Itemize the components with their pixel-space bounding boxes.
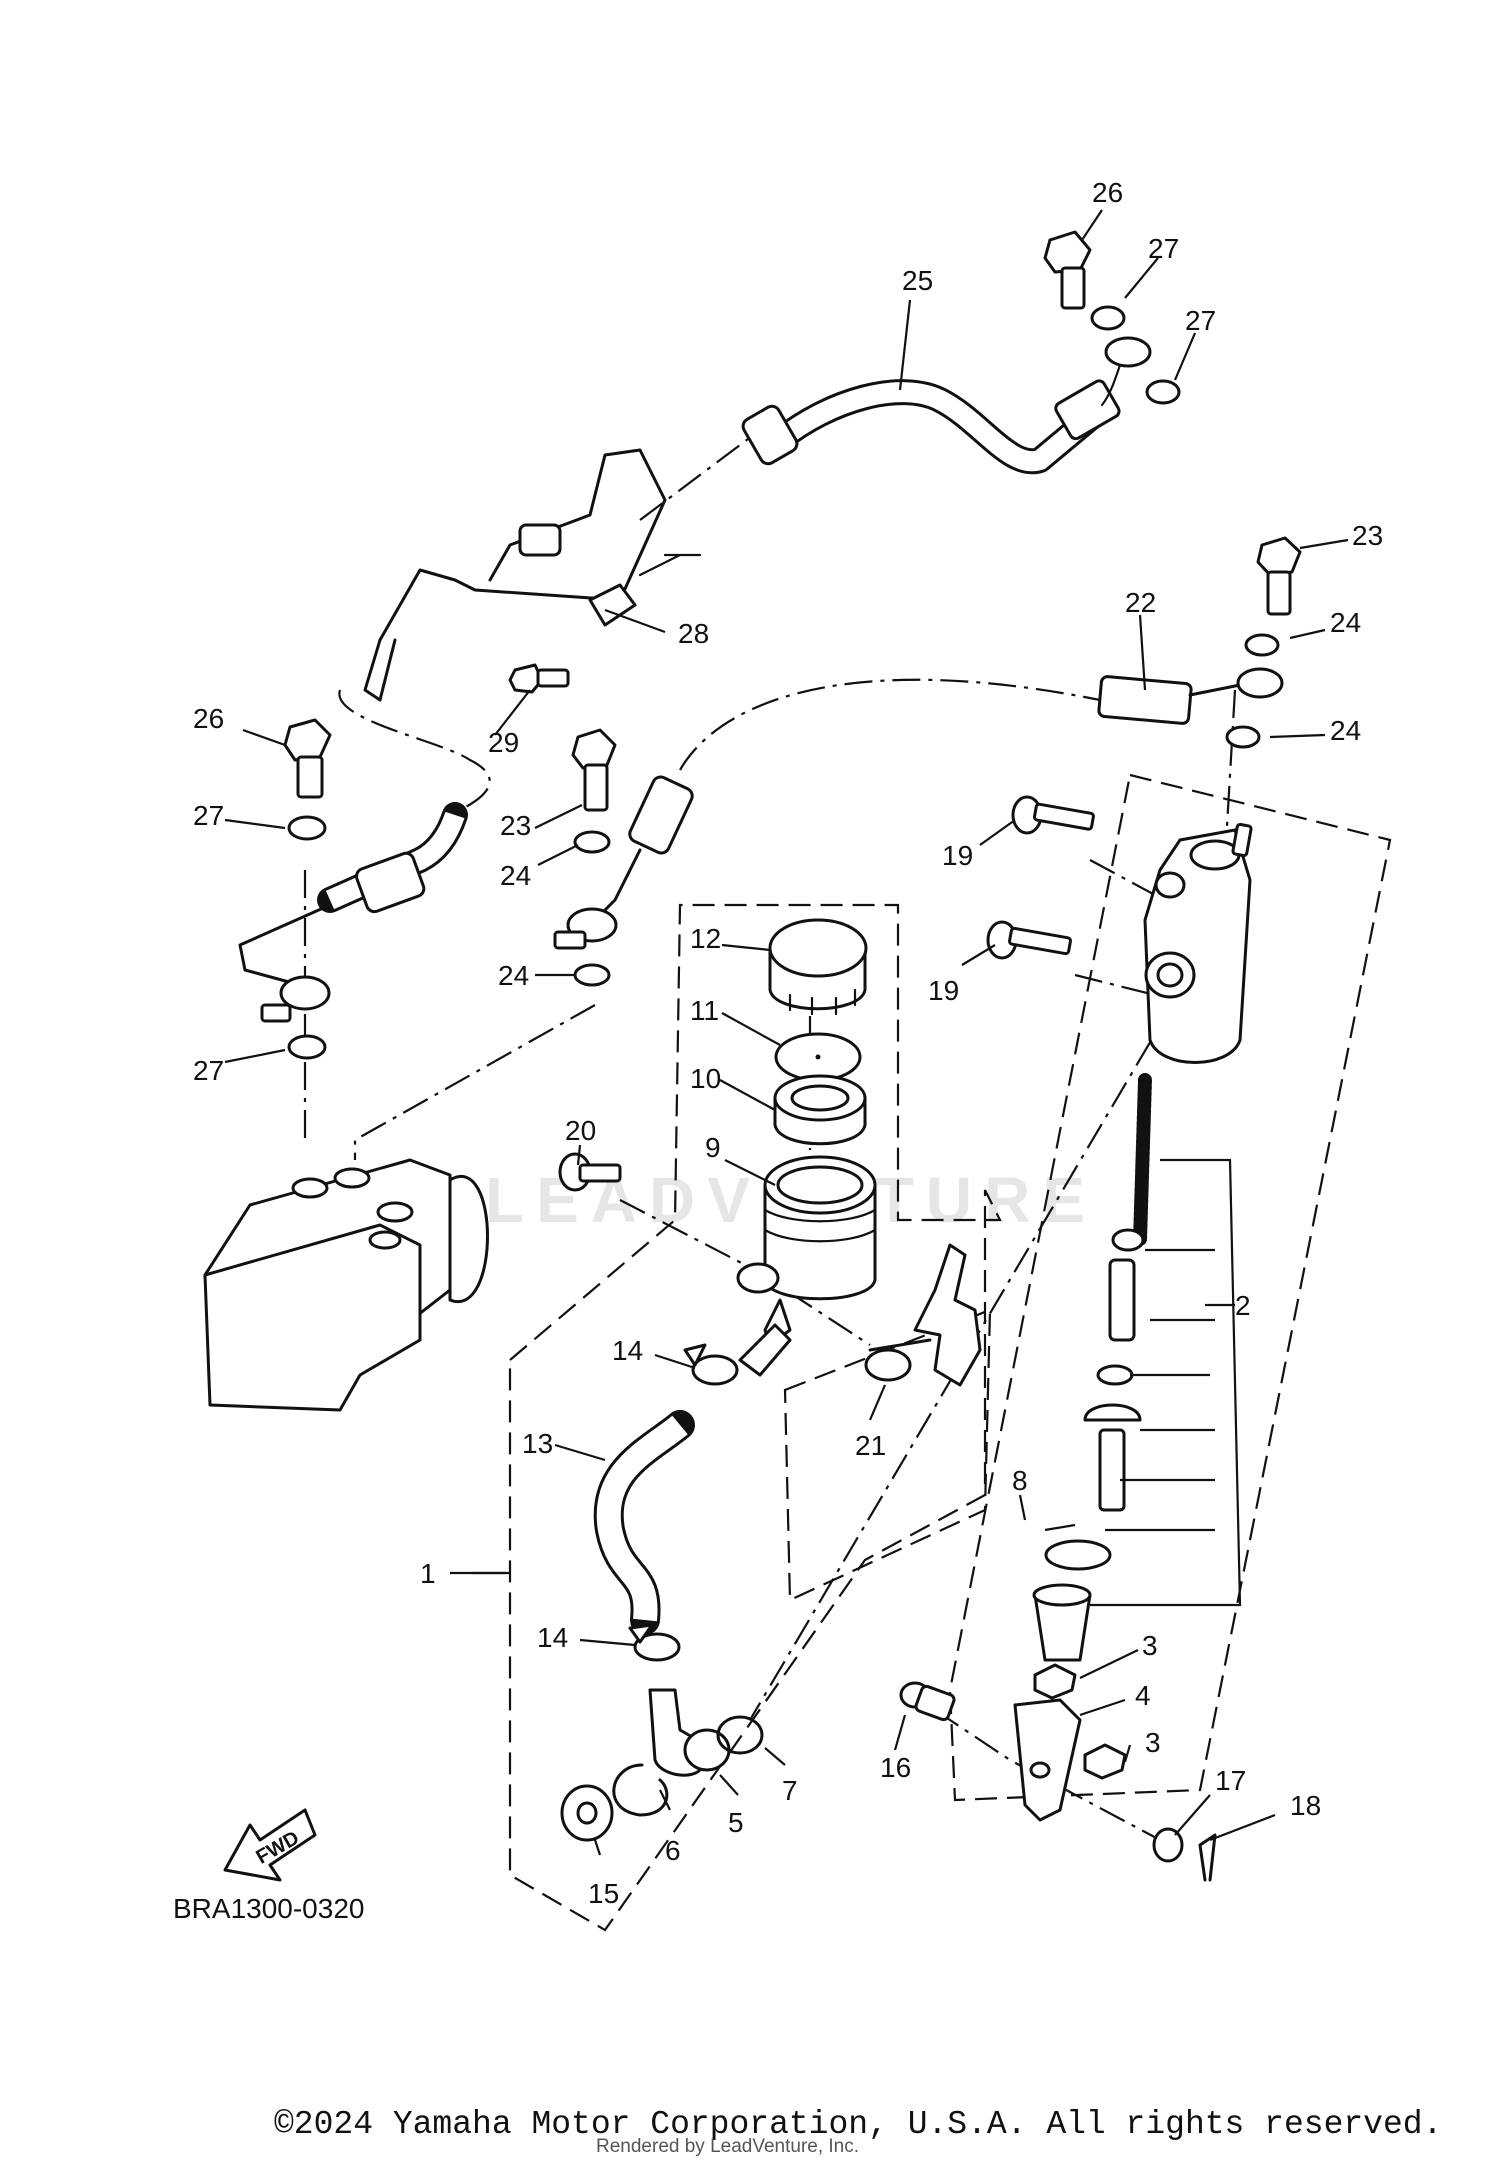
callout-5: 5 <box>728 1807 744 1838</box>
callout-24-a: 24 <box>1330 607 1361 638</box>
grommet-15 <box>560 1784 614 1842</box>
callout-15: 15 <box>588 1878 619 1909</box>
callout-21: 21 <box>855 1430 886 1461</box>
clevis-pin-route <box>934 1709 1161 1841</box>
callout-26-left: 26 <box>193 703 224 734</box>
union-bolt-26-left <box>283 718 332 799</box>
callout-24-c: 24 <box>500 860 531 891</box>
callout-18: 18 <box>1290 1790 1321 1821</box>
copper-washer-27c <box>287 815 327 841</box>
copyright-notice: ©2024 Yamaha Motor Corporation, U.S.A. A… <box>274 2106 1443 2143</box>
callout-1: 1 <box>420 1558 436 1589</box>
leader-lines <box>224 209 1349 1856</box>
hydraulic-unit-route <box>303 870 596 1160</box>
reference-code: BRA1300-0320 <box>173 1893 364 1924</box>
callout-6: 6 <box>665 1835 681 1866</box>
fwd-arrow-icon: FWD <box>223 1808 317 1882</box>
reservoir-box <box>783 1308 992 1602</box>
bolt-19-lower <box>986 920 1072 960</box>
copper-washer-27d <box>287 1034 327 1060</box>
callout-27-b: 27 <box>1185 305 1216 336</box>
o-ring-7 <box>716 1715 764 1755</box>
callout-29: 29 <box>488 727 519 758</box>
union-bolt-23-right <box>1256 536 1302 616</box>
callout-9: 9 <box>705 1132 721 1163</box>
callout-28: 28 <box>678 618 709 649</box>
abs-hydraulic-unit <box>203 1158 489 1412</box>
hose-bracket-28 <box>363 448 702 702</box>
brake-hose-25 <box>741 336 1152 475</box>
callout-22: 22 <box>1125 587 1156 618</box>
reservoir-hose-13 <box>593 1410 695 1635</box>
nut-3-upper <box>1033 1663 1077 1700</box>
callout-19-lower: 19 <box>928 975 959 1006</box>
callout-24-d: 24 <box>498 960 529 991</box>
callout-26-top: 26 <box>1092 177 1123 208</box>
grommet-5 <box>683 1728 731 1772</box>
callout-14-upper: 14 <box>612 1335 643 1366</box>
callout-4: 4 <box>1135 1680 1151 1711</box>
bracket-21 <box>864 1243 982 1387</box>
callout-14-lower: 14 <box>537 1622 568 1653</box>
cotter-pin-18 <box>1198 1833 1217 1882</box>
washer-17 <box>1152 1827 1184 1863</box>
callout-11: 11 <box>690 995 719 1026</box>
callout-7: 7 <box>782 1775 798 1806</box>
copper-washer-24a <box>1244 633 1280 657</box>
hose-fitting <box>648 1323 792 1777</box>
callout-24-b: 24 <box>1330 715 1361 746</box>
callout-27-a: 27 <box>1148 233 1179 264</box>
diaphragm-11 <box>774 1032 862 1082</box>
callout-23-right: 23 <box>1352 520 1383 551</box>
copper-washer-24b <box>1225 725 1261 749</box>
rendered-by-notice: Rendered by LeadVenture, Inc. <box>596 2136 860 2157</box>
pushrod-route <box>749 999 1176 1721</box>
bolt-19-route <box>1074 859 1156 997</box>
callout-23-center: 23 <box>500 810 531 841</box>
clevis-4 <box>1013 1698 1082 1822</box>
callout-16: 16 <box>880 1752 911 1783</box>
hose-clamp-14-upper <box>683 1343 739 1386</box>
assembly-1-box <box>508 903 1002 1932</box>
callout-10: 10 <box>690 1063 721 1094</box>
callout-3-lower: 3 <box>1145 1727 1161 1758</box>
union-bolt-26-top <box>1043 230 1092 310</box>
clevis-pin-16 <box>899 1681 956 1722</box>
callout-13: 13 <box>522 1428 553 1459</box>
callout-17: 17 <box>1215 1765 1246 1796</box>
reservoir-cap-12 <box>768 918 868 1016</box>
callout-25: 25 <box>902 265 933 296</box>
left-hose-assembly <box>238 802 468 1023</box>
callout-27-c: 27 <box>193 800 224 831</box>
callout-2: 2 <box>1235 1290 1251 1321</box>
diaphragm-holder-10 <box>773 1074 867 1146</box>
callout-8: 8 <box>1012 1465 1028 1496</box>
callout-27-d: 27 <box>193 1055 224 1086</box>
bolt-19-upper <box>1011 795 1095 835</box>
hose-clamp-14-lower <box>628 1623 681 1662</box>
copper-washer-24d <box>573 963 611 987</box>
nut-3-lower <box>1083 1743 1127 1780</box>
hose-route-25 <box>338 429 761 811</box>
brake-hose-22 <box>1097 667 1284 725</box>
hose-route-22 <box>679 678 1101 771</box>
master-cylinder-kit-2 <box>1032 1073 1242 1662</box>
callout-19-upper: 19 <box>942 840 973 871</box>
copper-washer-27b <box>1145 379 1181 405</box>
copper-washer-27a <box>1090 305 1126 331</box>
circlip-6 <box>612 1763 669 1817</box>
callout-12: 12 <box>690 923 721 954</box>
master-cylinder-route <box>1223 689 1237 861</box>
union-bolt-23-center <box>571 728 617 812</box>
bolt-20 <box>558 1152 622 1192</box>
callout-3-upper: 3 <box>1142 1630 1158 1661</box>
bolt-29 <box>508 663 570 694</box>
master-cylinder-body <box>1143 822 1253 1064</box>
callout-20: 20 <box>565 1115 596 1146</box>
center-hose-assembly <box>553 775 694 950</box>
callout-labels: 26 27 27 25 23 24 22 24 28 29 26 27 23 2… <box>193 177 1383 1909</box>
copper-washer-24c <box>573 830 611 854</box>
